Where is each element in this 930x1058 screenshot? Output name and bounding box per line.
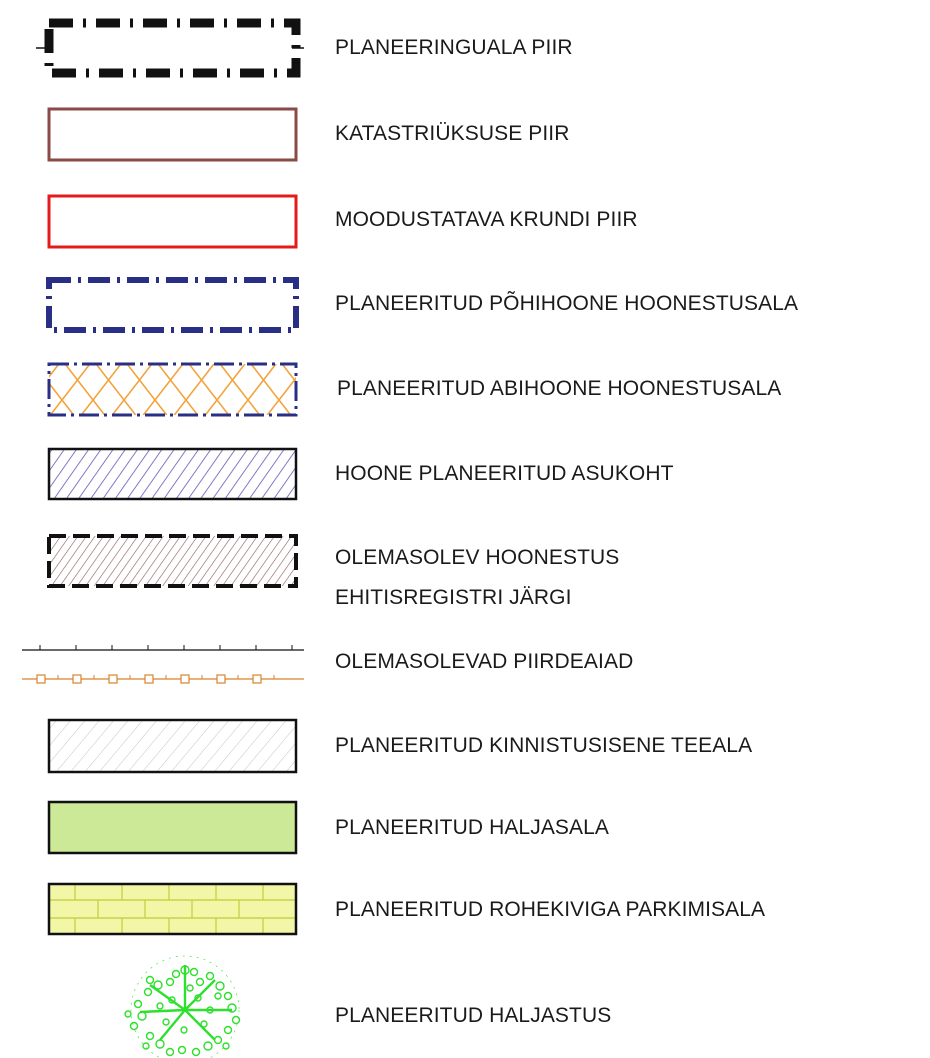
legend-label-main-building: PLANEERITUD PÕHIHOONE HOONESTUSALA xyxy=(335,292,799,315)
legend-label-existing-building-line2: EHITISREGISTRI JÄRGI xyxy=(335,586,572,609)
existing-building-symbol xyxy=(47,534,298,588)
legend-label-auxiliary-building: PLANEERITUD ABIHOONE HOONESTUSALA xyxy=(337,377,782,400)
legend-label-road-area: PLANEERITUD KINNISTUSISENE TEEALA xyxy=(335,734,753,757)
legend-label-existing-building: OLEMASOLEV HOONESTUS xyxy=(335,546,620,569)
legend-label-landscaping: PLANEERITUD HALJASTUS xyxy=(335,1004,612,1027)
planning-area-boundary-symbol xyxy=(36,18,304,78)
building-location-symbol xyxy=(47,447,298,501)
auxiliary-building-area-symbol xyxy=(47,362,298,417)
internal-road-area-symbol xyxy=(47,718,298,774)
existing-fences-symbol xyxy=(22,645,304,684)
legend-label-building-location: HOONE PLANEERITUD ASUKOHT xyxy=(335,462,674,485)
legend-label-fences: OLEMASOLEVAD PIIRDEAIAD xyxy=(335,650,634,673)
legend-label-green-area: PLANEERITUD HALJASALA xyxy=(335,816,610,839)
main-building-area-symbol xyxy=(46,277,299,333)
tree-symbol-icon xyxy=(124,955,241,1058)
legend-label-planning-area: PLANEERINGUALA PIIR xyxy=(335,36,573,59)
grass-paver-parking-symbol xyxy=(47,882,298,936)
green-area-symbol xyxy=(47,800,298,855)
legend-label-plot: MOODUSTATAVA KRUNDI PIIR xyxy=(335,208,638,231)
legend-label-cadastral: KATASTRIÜKSUSE PIIR xyxy=(335,122,570,145)
plot-boundary-symbol xyxy=(47,194,298,249)
legend-label-parking: PLANEERITUD ROHEKIVIGA PARKIMISALA xyxy=(335,898,766,921)
cadastral-boundary-symbol xyxy=(47,107,298,162)
